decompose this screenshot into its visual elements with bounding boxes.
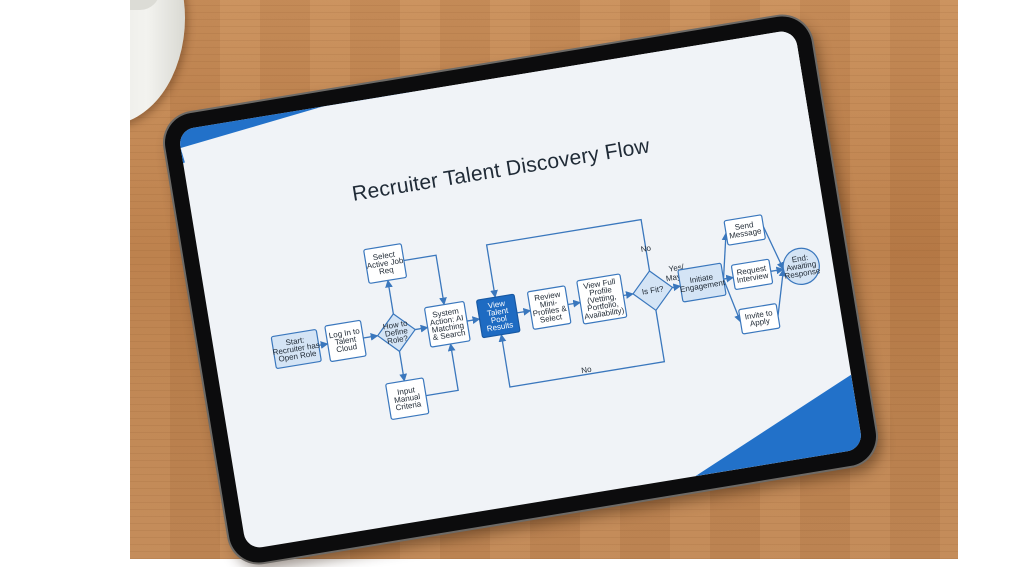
node-select-req: SelectActive JobReq [363,243,407,284]
process-shape [324,319,367,362]
edge-view_pool-to-review [516,307,532,316]
edge-is_fit-to-view_pool [498,310,666,388]
node-end: End:AwaitingResponse [782,247,821,285]
process-shape [476,293,521,339]
edge-full_profile-to-is_fit [623,291,634,299]
node-engage: InitiateEngagement [677,262,727,303]
process-shape [385,377,430,420]
node-send-msg: SendMessage [723,214,766,246]
edge-label: No [581,365,593,376]
node-start: Start:Recruiter hasOpen Role [270,329,322,369]
process-shape [677,262,727,303]
process-shape [730,258,774,290]
node-is-fit: Is Fit? [632,270,674,312]
node-label: Invite toApply [744,308,775,329]
process-shape [527,285,572,330]
edge-engage-to-send_msg [721,232,730,280]
terminal-shape [782,247,820,285]
edge-engage-to-req_interview [723,274,735,283]
process-shape [738,303,781,335]
node-full-profile: View FullProfile(Vetting,Portfolio,Avail… [576,273,628,325]
process-shape [723,214,766,246]
node-system: SystemAction: AIMatching& Search [424,301,471,348]
node-label: ViewTalentPoolResults [483,298,514,333]
node-review: ReviewMini-Profiles &Select [527,285,572,330]
edge-is_fit-to-view_pool [485,218,651,298]
process-shape [576,273,628,325]
coffee-cup-rim [130,0,160,10]
edge-login-to-define [363,332,379,341]
edge-define-to-manual [398,351,408,382]
node-label: Is Fit? [641,284,664,296]
node-label: How toDefineRole? [382,318,411,346]
node-label: SystemAction: AIMatching& Search [428,306,466,343]
coffee-cup [130,0,185,125]
edge-select_req-to-system [403,254,447,306]
edge-define-to-select_req [385,279,394,314]
edge-req_interview-to-end [770,266,785,275]
node-label: InputManualCriteria [392,385,422,413]
decision-shape [376,313,417,353]
edge-invite-to-end [777,268,787,316]
process-shape [270,329,322,369]
node-label: View FullProfile(Vetting,Portfolio,Avail… [579,276,625,321]
node-define: How toDefineRole? [376,313,417,353]
decision-shape [632,270,674,312]
process-shape [363,243,407,284]
edge-system-to-view_pool [466,316,481,324]
node-view-pool: ViewTalentPoolResults [476,293,521,339]
edge-is_fit-to-engage [672,283,682,292]
node-label: Log In toTalentCloud [328,326,363,355]
edge-label: No [640,243,652,254]
node-manual: InputManualCriteria [385,377,430,420]
edge-review-to-full_profile [567,299,582,308]
edge-manual-to-system [425,343,459,397]
process-shape [424,301,471,348]
edge-send_msg-to-end [762,226,785,270]
node-req-interview: RequestInterview [730,258,774,290]
node-login: Log In toTalentCloud [324,319,367,362]
node-invite: Invite toApply [738,303,781,335]
edge-engage-to-invite [722,278,742,323]
edge-define-to-system [415,324,429,333]
node-label: ReviewMini-Profiles &Select [530,289,570,326]
edge-start-to-login [318,341,329,349]
